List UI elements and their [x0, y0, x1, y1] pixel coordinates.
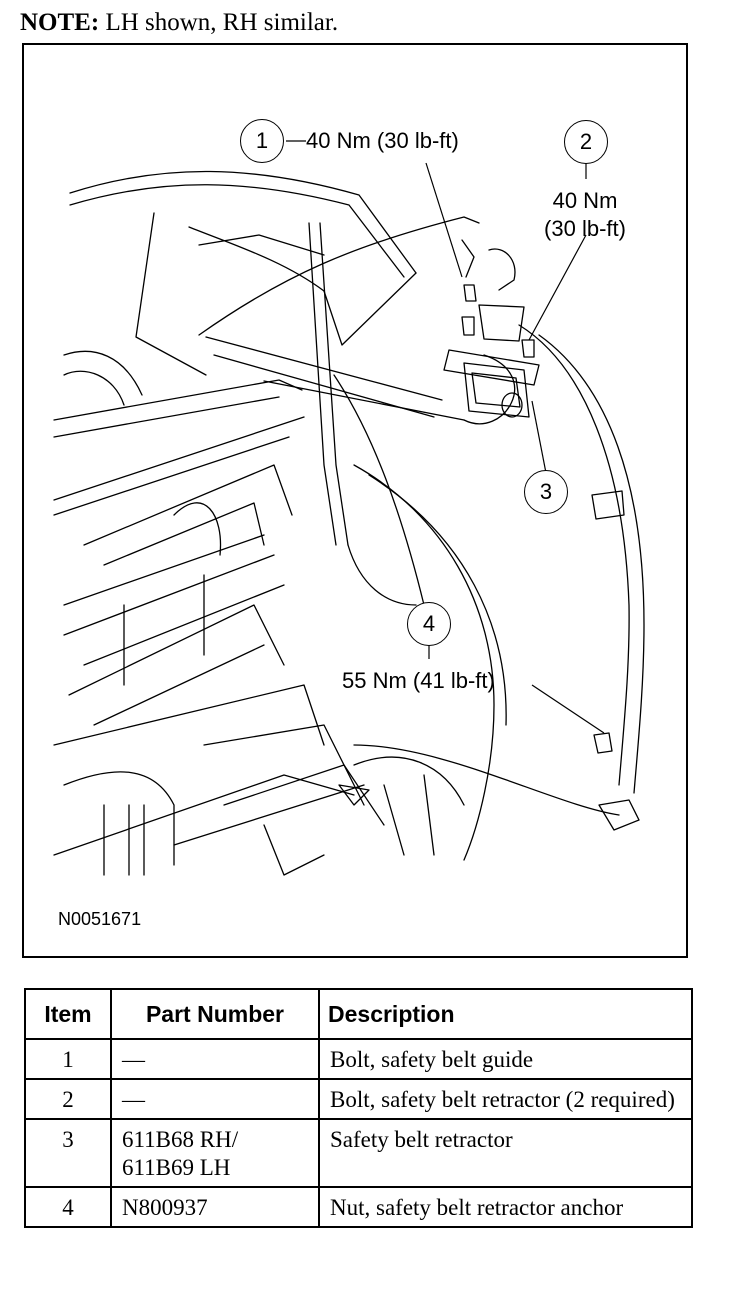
part-number-line: 611B69 LH	[122, 1155, 231, 1180]
torque-spec-2: 40 Nm (30 lb-ft)	[530, 187, 640, 243]
cell-part-number: N800937	[110, 1186, 320, 1228]
torque-spec-2-lbft: (30 lb-ft)	[544, 216, 626, 241]
parts-table: Item Part Number Description 1 — Bolt, s…	[24, 988, 693, 1228]
header-part-number: Part Number	[110, 988, 320, 1040]
table-header-row: Item Part Number Description	[24, 988, 693, 1040]
note: NOTE: LH shown, RH similar.	[20, 8, 338, 38]
cell-description: Safety belt retractor	[318, 1118, 693, 1188]
cell-description: Bolt, safety belt guide	[318, 1038, 693, 1080]
table-row: 1 — Bolt, safety belt guide	[24, 1038, 693, 1080]
cell-item: 1	[24, 1038, 112, 1080]
note-text: LH shown, RH similar.	[105, 9, 339, 36]
torque-spec-1: 40 Nm (30 lb-ft)	[306, 128, 459, 153]
table-row: 2 — Bolt, safety belt retractor (2 requi…	[24, 1078, 693, 1120]
table-row: 3 611B68 RH/ 611B69 LH Safety belt retra…	[24, 1118, 693, 1188]
cell-item: 2	[24, 1078, 112, 1120]
callout-3: 3	[524, 470, 568, 514]
table-row: 4 N800937 Nut, safety belt retractor anc…	[24, 1186, 693, 1228]
torque-spec-4: 55 Nm (41 lb-ft)	[342, 668, 495, 693]
part-number-line: 611B68 RH/	[122, 1127, 239, 1152]
cell-part-number: —	[110, 1038, 320, 1080]
header-item: Item	[24, 988, 112, 1040]
note-label: NOTE:	[20, 9, 100, 36]
callout-4: 4	[407, 602, 451, 646]
cell-item: 3	[24, 1118, 112, 1188]
cell-item: 4	[24, 1186, 112, 1228]
callout-2: 2	[564, 120, 608, 164]
cell-part-number: —	[110, 1078, 320, 1120]
cell-part-number: 611B68 RH/ 611B69 LH	[110, 1118, 320, 1188]
figure-id: N0051671	[58, 909, 142, 929]
vehicle-line-drawing	[53, 140, 645, 876]
callout-1: 1	[240, 119, 284, 163]
torque-spec-2-nm: 40 Nm	[552, 188, 618, 213]
cell-description: Bolt, safety belt retractor (2 required)	[318, 1078, 693, 1120]
header-description: Description	[318, 988, 693, 1040]
cell-description: Nut, safety belt retractor anchor	[318, 1186, 693, 1228]
illustration-figure: 1 40 Nm (30 lb-ft) 2 40 Nm (30 lb-ft) 3 …	[22, 43, 688, 958]
